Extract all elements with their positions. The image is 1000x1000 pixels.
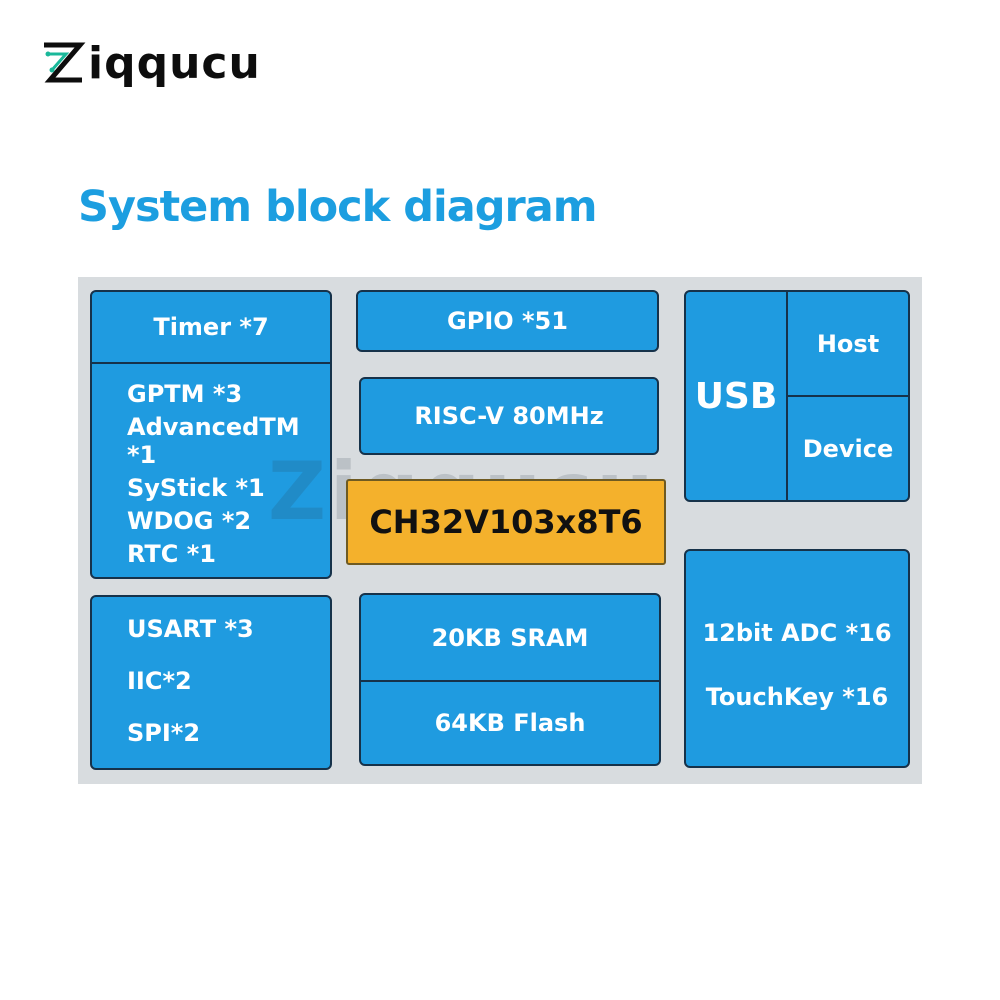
- timer-item-systick: SyStick *1: [127, 474, 265, 502]
- usb-label: USB: [694, 375, 778, 417]
- chip-label: CH32V103x8T6: [346, 479, 666, 565]
- page-title: System block diagram: [78, 182, 598, 232]
- usb-device-label: Device: [802, 434, 894, 463]
- core-block: RISC-V 80MHz: [359, 377, 659, 455]
- analog-block: 12bit ADC *16 TouchKey *16: [684, 549, 910, 768]
- flash-label: 64KB Flash: [434, 709, 586, 737]
- memory-block: 20KB SRAM 64KB Flash: [359, 593, 661, 766]
- comm-list: USART *3 IIC*2 SPI*2: [127, 615, 254, 747]
- adc-label: 12bit ADC *16: [702, 619, 892, 647]
- timer-divider: [92, 362, 330, 364]
- sram-label: 20KB SRAM: [431, 623, 589, 652]
- comm-item-spi: SPI*2: [127, 719, 201, 747]
- circuit-z-icon: [44, 42, 86, 83]
- memory-divider: [361, 680, 659, 682]
- timer-title: Timer *7: [153, 313, 269, 341]
- gpio-block: GPIO *51: [356, 290, 659, 352]
- usb-block: USB Host Device: [684, 290, 910, 502]
- comm-item-iic: IIC*2: [127, 667, 192, 695]
- usb-host-label: Host: [816, 329, 880, 358]
- brand-logo: iqqucu: [40, 36, 261, 92]
- timer-item-advancedtm: AdvancedTM *1: [127, 413, 300, 469]
- brand-name: iqqucu: [88, 38, 261, 89]
- timer-item-wdog: WDOG *2: [127, 507, 252, 535]
- touchkey-label: TouchKey *16: [705, 683, 889, 711]
- usb-divider-horizontal: [786, 395, 908, 397]
- comm-block: USART *3 IIC*2 SPI*2: [90, 595, 332, 770]
- block-diagram: Timer *7 GPTM *3 AdvancedTM *1 SyStick *…: [78, 277, 922, 784]
- comm-item-usart: USART *3: [127, 615, 254, 643]
- timer-item-rtc: RTC *1: [127, 540, 216, 568]
- timer-item-gptm: GPTM *3: [127, 380, 243, 408]
- timer-block: Timer *7 GPTM *3 AdvancedTM *1 SyStick *…: [90, 290, 332, 579]
- timer-list: GPTM *3 AdvancedTM *1 SyStick *1 WDOG *2…: [127, 380, 330, 568]
